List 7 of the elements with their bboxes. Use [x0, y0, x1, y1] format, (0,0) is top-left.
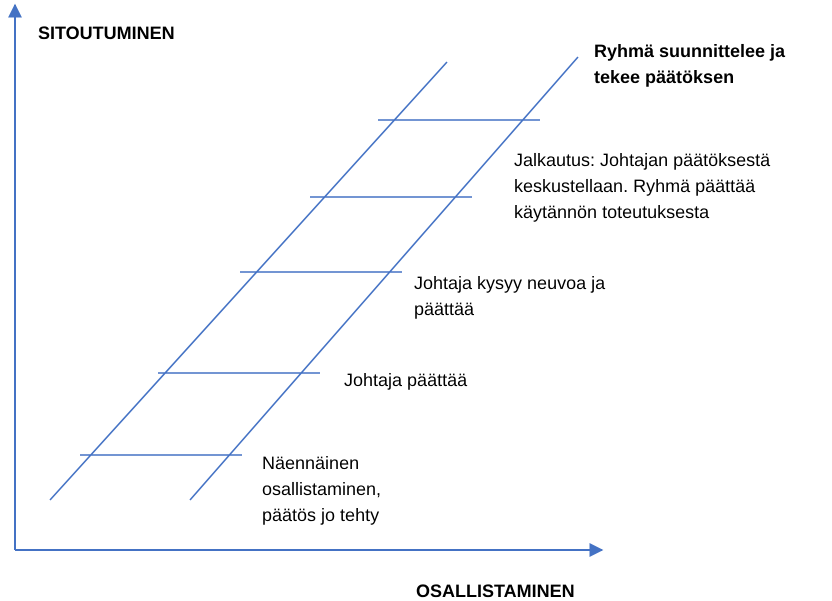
- step-text: Johtaja päättää: [344, 369, 468, 392]
- axis-title: SITOUTUMINEN: [38, 22, 176, 45]
- axis-title: OSALLISTAMINEN: [416, 580, 576, 601]
- step-text: Näennäinen osallistaminen, päätös jo tehty: [262, 452, 382, 527]
- top-step-text: Ryhmä suunnittelee ja tekee päätöksen: [594, 40, 786, 89]
- step-text: Johtaja kysyy neuvoa ja päättää: [414, 272, 606, 321]
- step-text: Jalkautus: Johtajan päätöksestä keskustellaan. Ryhmä päättää käytännön toteutuksesta: [514, 149, 772, 224]
